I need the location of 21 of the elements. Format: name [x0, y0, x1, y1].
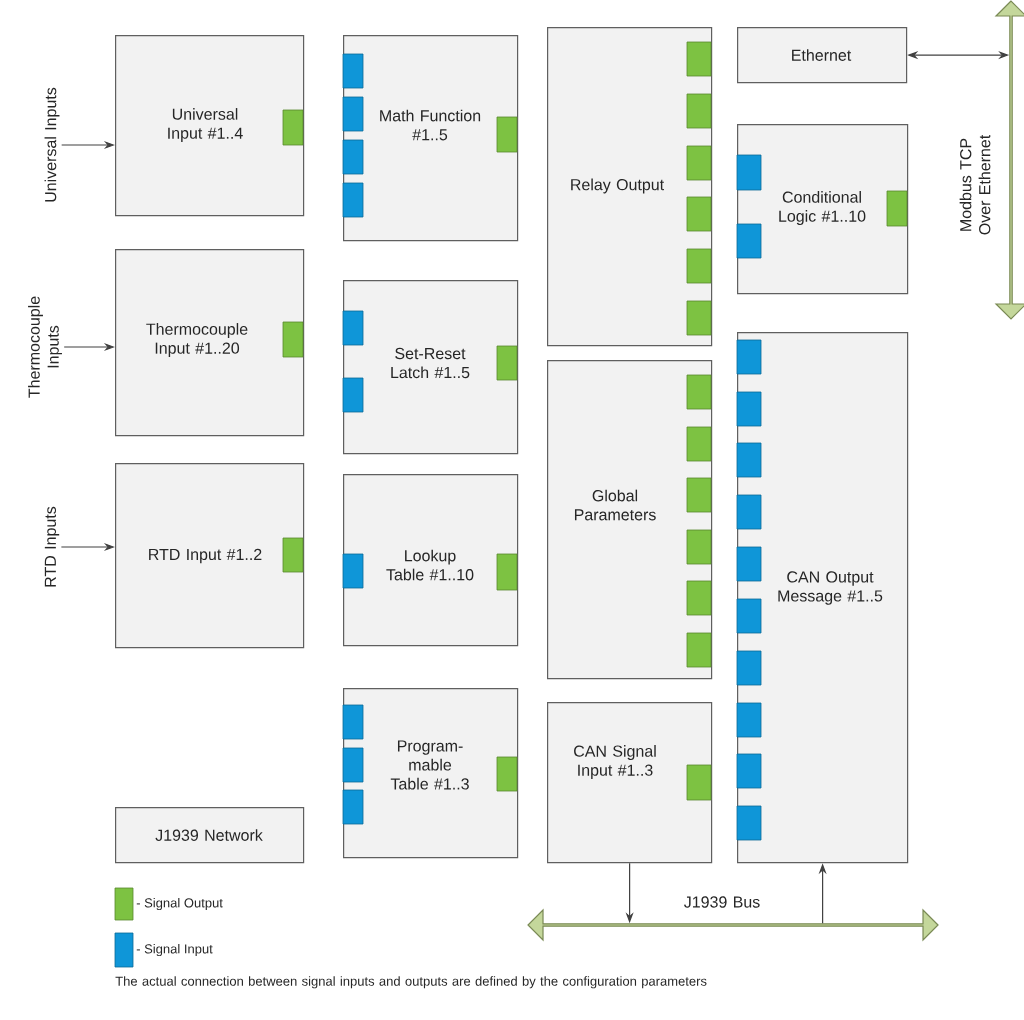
block-box: Thermocouple Input #1..20 [115, 249, 305, 437]
block-box: Program- mable Table #1..3 [343, 688, 519, 859]
legend-label: - Signal Output [136, 897, 223, 911]
block-box: Global Parameters [547, 360, 713, 680]
bus-label: Modbus TCP Over Ethernet [959, 134, 991, 235]
bus-label: J1939 Bus [684, 896, 760, 908]
input-label: RTD Inputs [44, 506, 60, 587]
input-label: Universal Inputs [44, 87, 60, 202]
block-box: Relay Output [547, 27, 713, 347]
block-box: CAN Signal Input #1..3 [547, 702, 713, 864]
block-box: Set-Reset Latch #1..5 [343, 280, 519, 455]
block-box: Lookup Table #1..10 [343, 474, 519, 647]
legend-label: - Signal Input [136, 943, 213, 957]
block-box: RTD Input #1..2 [115, 463, 305, 649]
block-box: Conditional Logic #1..10 [737, 124, 909, 295]
block-box: Universal Input #1..4 [115, 35, 305, 217]
note: The actual connection between signal inputs and outputs are defined by the configuration parameters [115, 976, 707, 989]
block-box: Ethernet [737, 27, 908, 84]
block-box: J1939 Network [115, 807, 305, 864]
input-label: Thermocouple Inputs [28, 296, 62, 398]
block-box: CAN Output Message #1..5 [737, 332, 909, 864]
